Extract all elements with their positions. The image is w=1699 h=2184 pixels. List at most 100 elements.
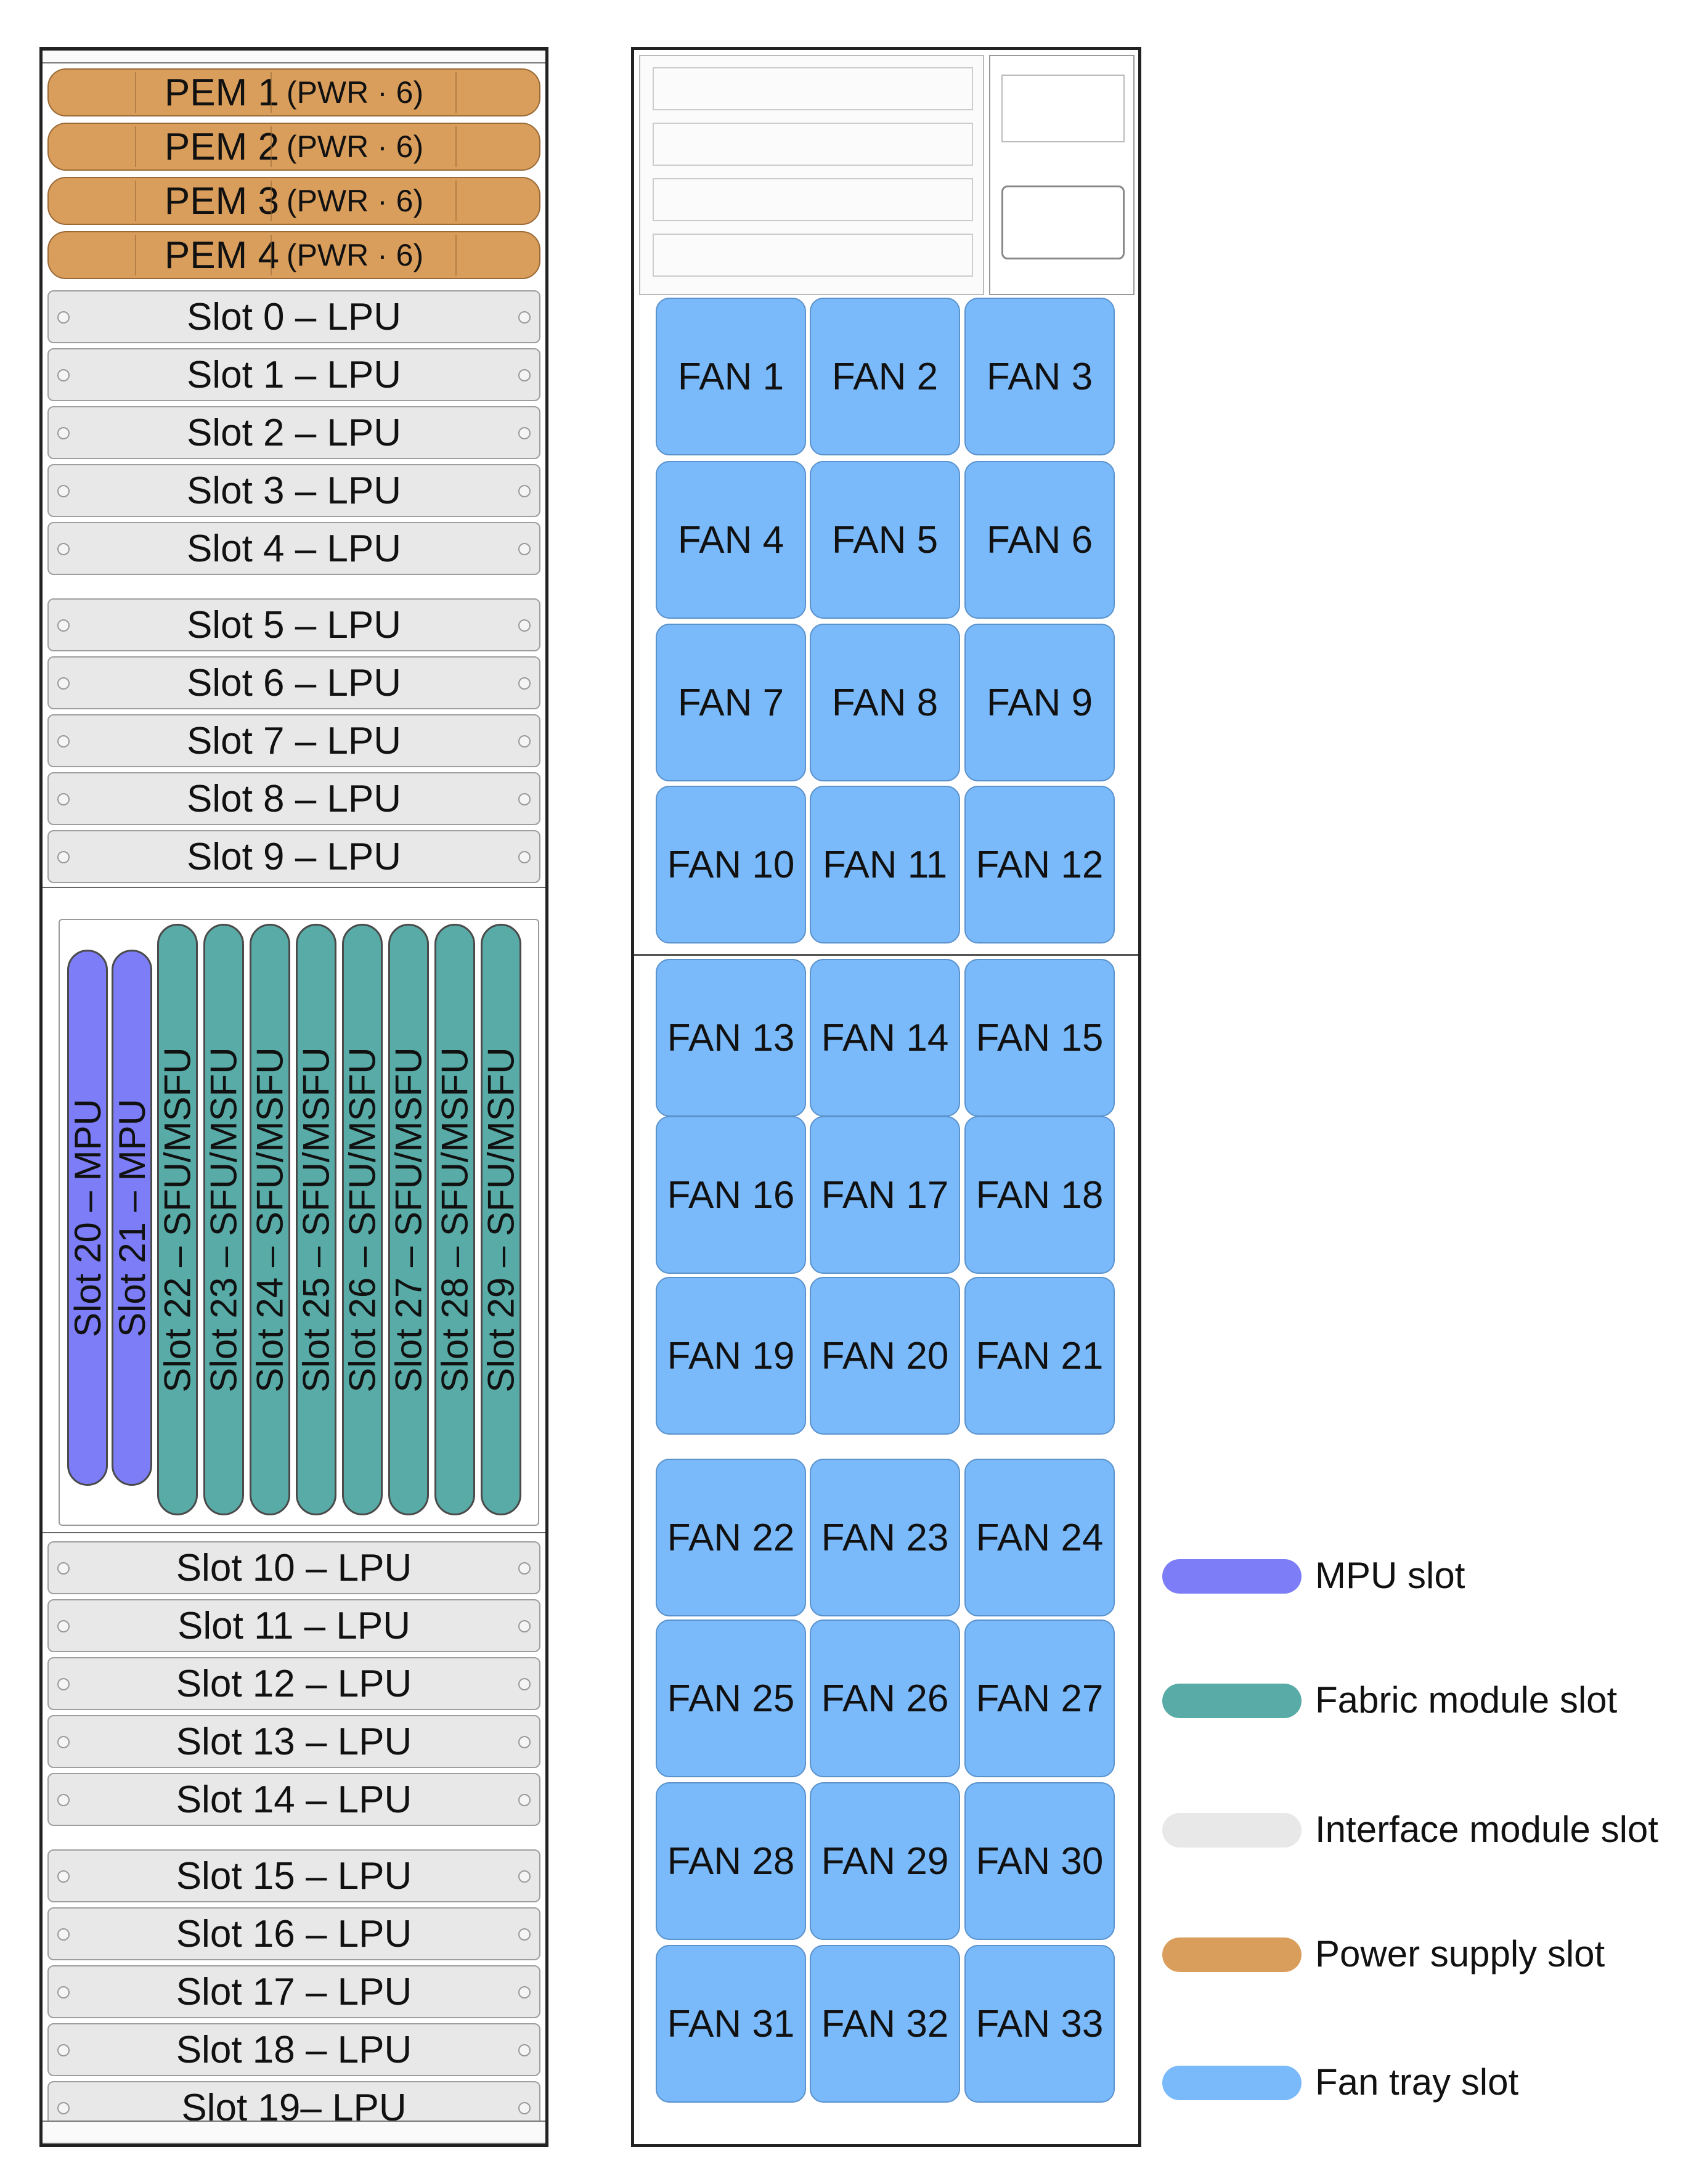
rear-divider bbox=[634, 954, 1138, 956]
pem-divider bbox=[135, 181, 136, 221]
vertical-slot-label: Slot 21 – MPU bbox=[112, 1098, 152, 1337]
screw-icon bbox=[518, 1736, 531, 1748]
fan-tray-24: FAN 24 bbox=[964, 1459, 1115, 1616]
legend-label: MPU slot bbox=[1315, 1555, 1465, 1596]
pem-slot-3: PEM 3(PWR · 6) bbox=[47, 177, 540, 225]
lpu-slot: Slot 16 – LPU bbox=[47, 1907, 540, 1960]
fan-tray-5: FAN 5 bbox=[810, 461, 960, 619]
screw-icon bbox=[57, 1794, 70, 1806]
lpu-slot-label: Slot 9 – LPU bbox=[186, 835, 402, 878]
screw-icon bbox=[518, 1870, 531, 1883]
fan-tray-8: FAN 8 bbox=[810, 624, 960, 781]
screw-icon bbox=[518, 1986, 531, 1999]
lpu-slot-label: Slot 8 – LPU bbox=[186, 777, 402, 820]
legend-label: Interface module slot bbox=[1315, 1809, 1658, 1850]
screw-icon bbox=[518, 369, 531, 381]
fan-tray-11: FAN 11 bbox=[810, 786, 960, 943]
fan-tray-19: FAN 19 bbox=[656, 1277, 806, 1435]
pem-divider bbox=[135, 235, 136, 275]
lpu-slot-label: Slot 17 – LPU bbox=[176, 1970, 412, 2013]
lpu-slot-label: Slot 0 – LPU bbox=[186, 295, 402, 338]
lpu-slot: Slot 18 – LPU bbox=[47, 2023, 540, 2076]
pem-label: PEM 1 bbox=[164, 71, 279, 114]
legend-swatch bbox=[1162, 1813, 1302, 1848]
screw-icon bbox=[518, 619, 531, 632]
lpu-slot: Slot 8 – LPU bbox=[47, 772, 540, 825]
rear-power-panel bbox=[639, 55, 984, 295]
lpu-slot: Slot 17 – LPU bbox=[47, 1965, 540, 2018]
pem-label: PEM 4 bbox=[164, 234, 279, 277]
lpu-slot: Slot 3 – LPU bbox=[47, 464, 540, 517]
lpu-slot: Slot 10 – LPU bbox=[47, 1541, 540, 1594]
rear-io-panel bbox=[989, 55, 1135, 295]
front-chassis: PEM 1(PWR · 6)PEM 2(PWR · 6)PEM 3(PWR · … bbox=[39, 47, 548, 2147]
fan-tray-22: FAN 22 bbox=[656, 1459, 806, 1616]
pem-sublabel: (PWR · 6) bbox=[286, 75, 424, 110]
lpu-slot-label: Slot 1 – LPU bbox=[186, 353, 402, 396]
handle-recess bbox=[1001, 185, 1125, 259]
screw-icon bbox=[57, 1928, 70, 1941]
rear-power-module bbox=[653, 123, 973, 166]
fabric-slot-29: Slot 29 – SFU/MSFU bbox=[481, 924, 521, 1515]
fan-tray-26: FAN 26 bbox=[810, 1620, 960, 1777]
vertical-slot-frame bbox=[59, 919, 539, 1526]
top-strip bbox=[43, 50, 545, 63]
pem-divider bbox=[271, 126, 272, 167]
fabric-slot-26: Slot 26 – SFU/MSFU bbox=[342, 924, 383, 1515]
lpu-slot: Slot 9 – LPU bbox=[47, 830, 540, 883]
fan-tray-20: FAN 20 bbox=[810, 1277, 960, 1435]
fan-tray-4: FAN 4 bbox=[656, 461, 806, 619]
rear-power-module bbox=[653, 234, 973, 277]
fan-tray-15: FAN 15 bbox=[964, 959, 1115, 1117]
legend-swatch bbox=[1162, 1937, 1302, 1972]
lpu-slot-label: Slot 18 – LPU bbox=[176, 2028, 412, 2071]
rear-power-module bbox=[653, 178, 973, 221]
fabric-slot-27: Slot 27 – SFU/MSFU bbox=[388, 924, 429, 1515]
fan-tray-3: FAN 3 bbox=[964, 298, 1115, 455]
legend-label: Fan tray slot bbox=[1315, 2061, 1519, 2103]
screw-icon bbox=[57, 735, 70, 748]
fabric-slot-22: Slot 22 – SFU/MSFU bbox=[157, 924, 198, 1515]
screw-icon bbox=[57, 793, 70, 805]
fan-tray-30: FAN 30 bbox=[964, 1782, 1115, 1940]
fan-tray-2: FAN 2 bbox=[810, 298, 960, 455]
pem-slot-4: PEM 4(PWR · 6) bbox=[47, 231, 540, 279]
fan-tray-7: FAN 7 bbox=[656, 624, 806, 781]
lpu-slot: Slot 13 – LPU bbox=[47, 1715, 540, 1768]
lpu-slot-label: Slot 3 – LPU bbox=[186, 469, 402, 512]
screw-icon bbox=[518, 1928, 531, 1941]
pem-divider bbox=[455, 235, 457, 275]
lpu-slot-label: Slot 16 – LPU bbox=[176, 1912, 412, 1955]
vertical-slot-label: Slot 24 – SFU/MSFU bbox=[250, 1046, 290, 1393]
screw-icon bbox=[57, 2044, 70, 2056]
pem-divider bbox=[135, 126, 136, 167]
screw-icon bbox=[57, 1870, 70, 1883]
lpu-slot-label: Slot 10 – LPU bbox=[176, 1546, 412, 1589]
vertical-slot-label: Slot 26 – SFU/MSFU bbox=[342, 1046, 383, 1393]
screw-icon bbox=[57, 2102, 70, 2114]
screw-icon bbox=[57, 543, 70, 555]
vertical-slot-label: Slot 20 – MPU bbox=[67, 1098, 108, 1337]
pem-divider bbox=[271, 235, 272, 275]
pem-label: PEM 2 bbox=[164, 125, 279, 168]
lpu-slot: Slot 6 – LPU bbox=[47, 656, 540, 709]
lpu-slot-label: Slot 11 – LPU bbox=[177, 1604, 410, 1647]
lpu-slot: Slot 7 – LPU bbox=[47, 714, 540, 767]
pem-divider bbox=[455, 72, 457, 113]
fabric-slot-25: Slot 25 – SFU/MSFU bbox=[296, 924, 336, 1515]
pem-divider bbox=[455, 126, 457, 167]
fabric-slot-24: Slot 24 – SFU/MSFU bbox=[250, 924, 290, 1515]
legend-swatch bbox=[1162, 2066, 1302, 2100]
screw-icon bbox=[57, 1986, 70, 1999]
screw-icon bbox=[518, 543, 531, 555]
screw-icon bbox=[57, 427, 70, 439]
fan-tray-31: FAN 31 bbox=[656, 1945, 806, 2103]
lpu-slot: Slot 4 – LPU bbox=[47, 522, 540, 575]
fan-tray-33: FAN 33 bbox=[964, 1945, 1115, 2103]
lpu-slot-label: Slot 5 – LPU bbox=[186, 603, 402, 646]
lpu-slot-label: Slot 12 – LPU bbox=[176, 1662, 412, 1705]
screw-icon bbox=[57, 1736, 70, 1748]
lpu-slot: Slot 1 – LPU bbox=[47, 348, 540, 401]
fan-tray-27: FAN 27 bbox=[964, 1620, 1115, 1777]
